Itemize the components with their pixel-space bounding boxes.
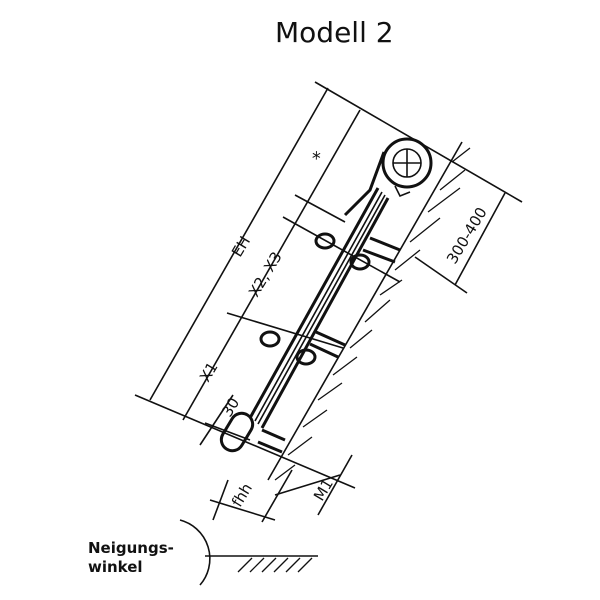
label-fhh: fhh bbox=[228, 480, 256, 510]
angle-label-line1: Neigungs- bbox=[88, 539, 174, 557]
fhh-extension-left bbox=[212, 479, 229, 521]
range-dimension-line bbox=[454, 192, 506, 286]
header-pipe-outer bbox=[381, 137, 433, 189]
inclination-angle: Neigungs- winkel bbox=[88, 519, 318, 586]
screw-icon bbox=[349, 253, 371, 271]
angle-arc bbox=[179, 519, 211, 586]
screw-icon bbox=[295, 348, 317, 366]
screw-icon bbox=[314, 232, 336, 250]
drawing-title: Modell 2 bbox=[275, 16, 394, 49]
label-300-400: 300-400 bbox=[443, 204, 491, 267]
angle-label-line2: winkel bbox=[88, 558, 143, 576]
label-m1: M1 bbox=[310, 476, 337, 505]
m1-dimension-line bbox=[274, 474, 341, 496]
screw-icon bbox=[259, 330, 281, 348]
star-extension-line bbox=[294, 194, 346, 223]
radiator-edge-right bbox=[260, 197, 390, 429]
x1-extension-line bbox=[226, 312, 344, 349]
dimension-lines bbox=[134, 81, 523, 523]
m1-extension-line bbox=[317, 454, 353, 516]
eh-dimension-line bbox=[149, 87, 329, 401]
wall-line bbox=[267, 141, 463, 481]
label-x2x3: X2, X3 bbox=[245, 249, 286, 300]
label-30: 30 bbox=[218, 394, 243, 420]
bottom-end-cap bbox=[219, 411, 255, 453]
wall bbox=[267, 141, 471, 481]
range-extension-line bbox=[414, 256, 468, 294]
radiator-edge-left bbox=[248, 187, 380, 419]
x2-extension-line bbox=[282, 216, 401, 283]
fhh-extension-right bbox=[261, 469, 293, 523]
x2x3-dimension-line bbox=[182, 109, 361, 421]
header-bracket bbox=[343, 151, 386, 217]
thirty-dimension-line bbox=[199, 394, 234, 446]
wall-brackets bbox=[257, 236, 401, 454]
label-star: * bbox=[308, 148, 331, 167]
radiator bbox=[219, 137, 433, 454]
mounting-screws bbox=[259, 232, 371, 366]
label-x1: X1 bbox=[196, 359, 222, 385]
